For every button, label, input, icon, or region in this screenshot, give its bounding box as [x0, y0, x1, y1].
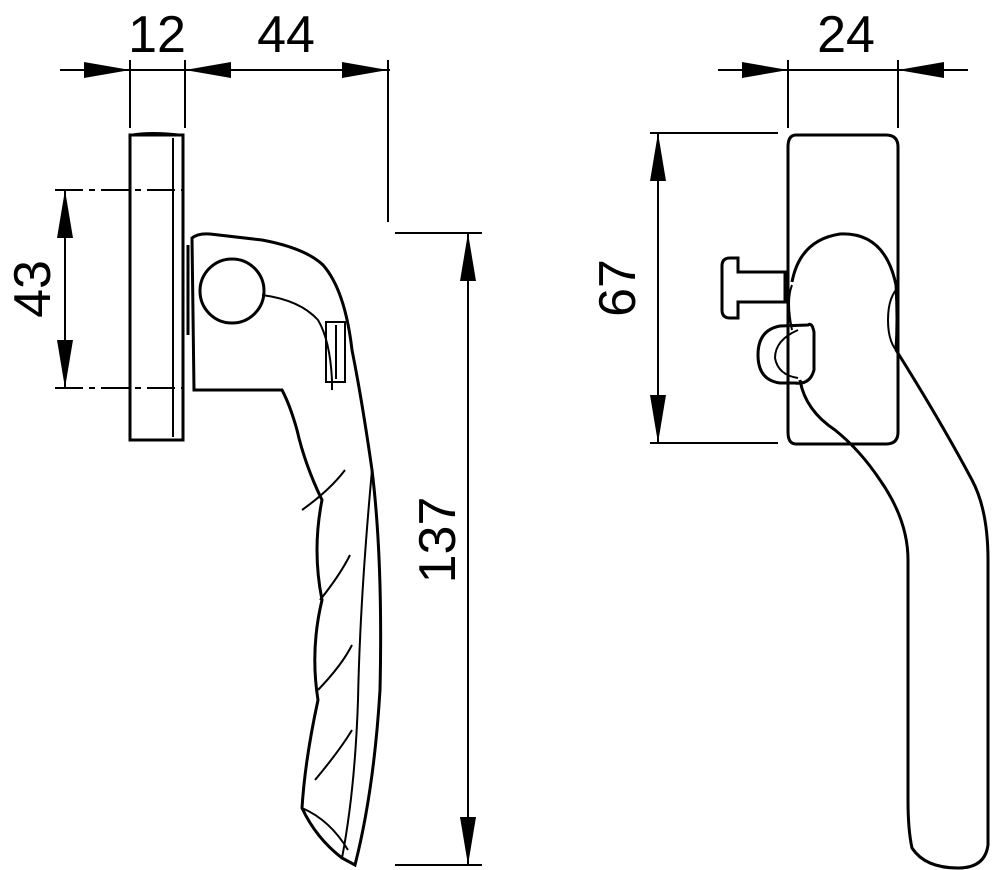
side-handle-body: [190, 232, 383, 868]
side-spindle-boss: [198, 257, 266, 325]
dim-spindle-to-screw: 43: [4, 189, 183, 389]
side-rose-top: [129, 132, 184, 136]
side-view: [128, 132, 383, 868]
front-rose: [786, 133, 900, 446]
dim-rose-width: 24: [718, 6, 968, 128]
dim-label-rose-height: 67: [589, 259, 647, 317]
dim-label-handle-projection: 44: [257, 6, 315, 64]
side-lock-button: [325, 321, 346, 383]
side-rose: [128, 133, 185, 442]
dim-label-rose-depth: 12: [128, 6, 186, 64]
front-lock-button: [720, 256, 787, 320]
front-lock-cylinder: [756, 322, 816, 385]
dim-rose-depth: 12: [60, 6, 390, 128]
dim-rose-height: 67: [589, 132, 778, 444]
dim-handle-projection: 44: [257, 6, 389, 222]
front-view: [720, 133, 990, 870]
side-grip-ridges: [301, 469, 353, 851]
dim-handle-length: 137: [395, 232, 482, 866]
dim-label-spindle-to-screw: 43: [4, 260, 62, 318]
side-handle-inner: [261, 294, 333, 390]
dim-label-handle-length: 137: [409, 497, 467, 584]
dim-label-rose-width: 24: [817, 6, 875, 64]
front-handle-lever: [790, 232, 990, 870]
